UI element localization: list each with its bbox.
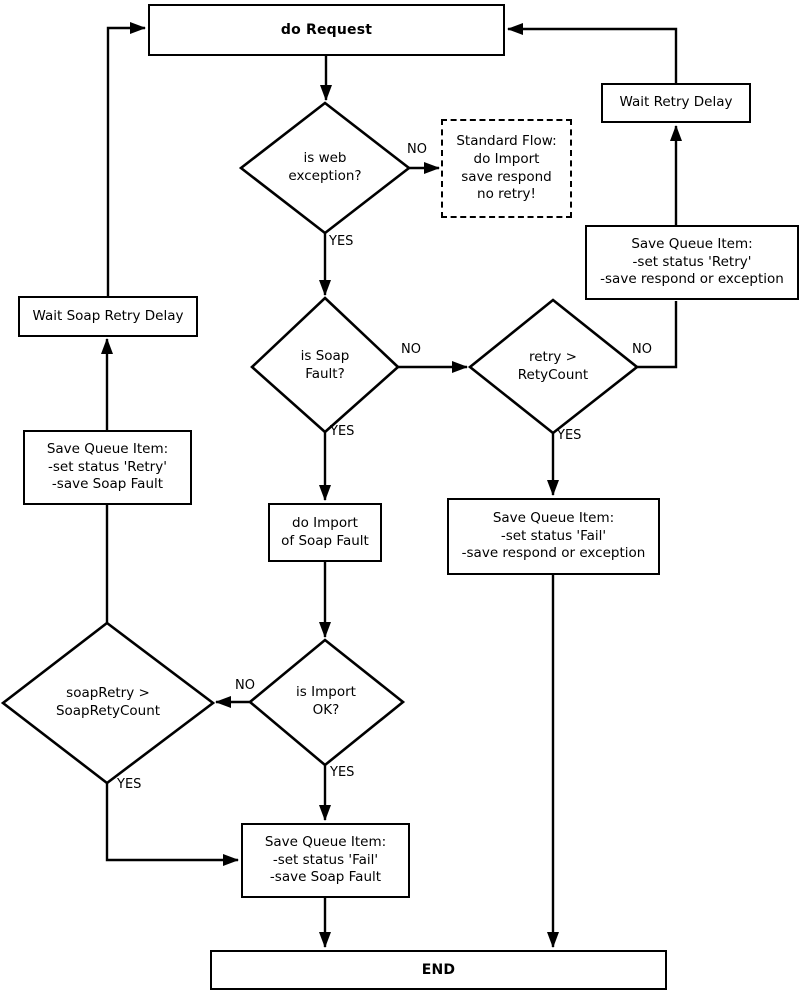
- decision-is-soap-fault: is Soap Fault?: [300, 348, 350, 382]
- decision-is-web-exception-shape: [238, 101, 412, 235]
- edge-soapretry-yes-to-savefailsoap: [105, 783, 239, 866]
- node-end-label: END: [421, 961, 456, 978]
- edge-retrycount-no-to-saveretryrespond: [637, 301, 678, 369]
- decision-is-import-ok-shape: [247, 638, 406, 767]
- edge-label-yes-soapretry: YES: [117, 777, 142, 792]
- decision-soapretry-gt-soapretycount: soapRetry > SoapRetyCount: [55, 685, 161, 719]
- decision-soapretry-gt-soapretycount-shape: [0, 621, 216, 785]
- node-save-queue-retry-soap-label: Save Queue Item: -set status 'Retry' -sa…: [46, 440, 169, 493]
- edge-label-no-retycount: NO: [632, 342, 652, 357]
- node-standard-flow: Standard Flow: do Import save respond no…: [441, 119, 572, 218]
- node-end: END: [210, 950, 667, 990]
- node-wait-retry-delay: Wait Retry Delay: [601, 83, 751, 123]
- edge-label-no-web-exception: NO: [407, 142, 427, 157]
- node-save-queue-fail-soap-label: Save Queue Item: -set status 'Fail' -sav…: [264, 833, 387, 886]
- decision-is-web-exception: is web exception?: [288, 150, 362, 184]
- edge-waitsoapdelay-to-dorequest: [106, 22, 146, 296]
- edge-label-yes-web-exception: YES: [329, 234, 354, 249]
- node-wait-soap-retry-delay: Wait Soap Retry Delay: [18, 296, 198, 337]
- node-do-request: do Request: [148, 4, 505, 56]
- edge-label-yes-import-ok: YES: [330, 765, 355, 780]
- edge-label-no-soap-fault: NO: [401, 342, 421, 357]
- node-do-import-soap-fault-label: do Import of Soap Fault: [281, 514, 369, 549]
- edge-label-yes-retycount: YES: [557, 428, 582, 443]
- edge-label-yes-soap-fault: YES: [330, 424, 355, 439]
- node-save-queue-retry-respond: Save Queue Item: -set status 'Retry' -sa…: [585, 225, 799, 300]
- node-wait-retry-delay-label: Wait Retry Delay: [619, 94, 733, 111]
- decision-is-import-ok: is Import OK?: [296, 684, 356, 718]
- node-do-import-soap-fault: do Import of Soap Fault: [268, 503, 382, 562]
- node-do-request-label: do Request: [280, 21, 373, 38]
- node-save-queue-fail-respond-label: Save Queue Item: -set status 'Fail' -sav…: [461, 509, 646, 562]
- node-save-queue-fail-respond: Save Queue Item: -set status 'Fail' -sav…: [447, 498, 660, 575]
- node-save-queue-fail-soap: Save Queue Item: -set status 'Fail' -sav…: [241, 823, 410, 898]
- node-save-queue-retry-respond-label: Save Queue Item: -set status 'Retry' -sa…: [600, 235, 784, 288]
- edge-label-no-import-ok: NO: [235, 678, 255, 693]
- node-wait-soap-retry-delay-label: Wait Soap Retry Delay: [32, 307, 184, 324]
- node-save-queue-retry-soap: Save Queue Item: -set status 'Retry' -sa…: [23, 430, 192, 505]
- edge-waitretrydelay-to-dorequest: [507, 23, 678, 83]
- decision-retry-gt-retycount: retry > RetyCount: [517, 349, 589, 383]
- decision-retry-gt-retycount-shape: [467, 298, 640, 435]
- decision-is-soap-fault-shape: [250, 296, 400, 434]
- node-standard-flow-label: Standard Flow: do Import save respond no…: [456, 132, 557, 203]
